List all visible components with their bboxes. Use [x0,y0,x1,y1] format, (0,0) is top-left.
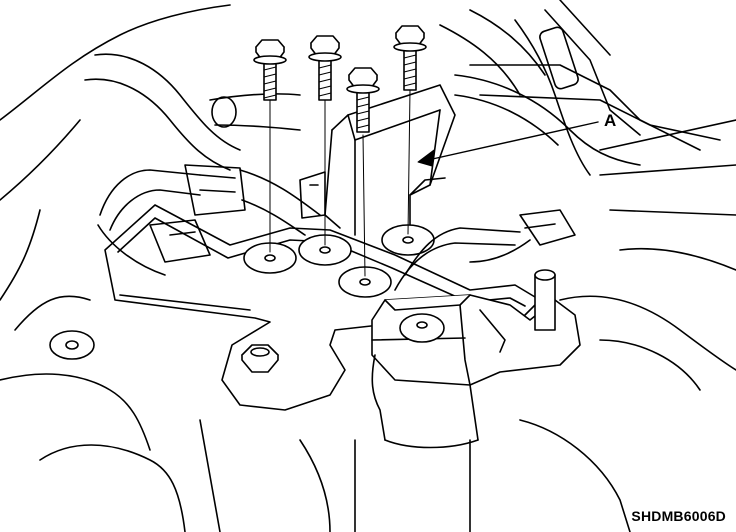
bracket-bolt [242,345,278,372]
figure-code: SHDMB6006D [631,508,726,524]
bolt-holes [244,225,434,297]
upright-support [300,85,455,240]
bolt-1 [254,40,286,252]
bolt-3 [347,68,379,276]
callout-arrowhead [418,150,434,166]
callout-leader-line [428,122,598,160]
engine-mount [372,270,580,448]
mounting-bolts [254,26,426,276]
callout-a: A [418,111,616,166]
wire-harness [395,228,520,290]
bolt-2 [309,36,341,245]
callout-label: A [604,111,616,130]
bolt-4 [394,26,426,234]
